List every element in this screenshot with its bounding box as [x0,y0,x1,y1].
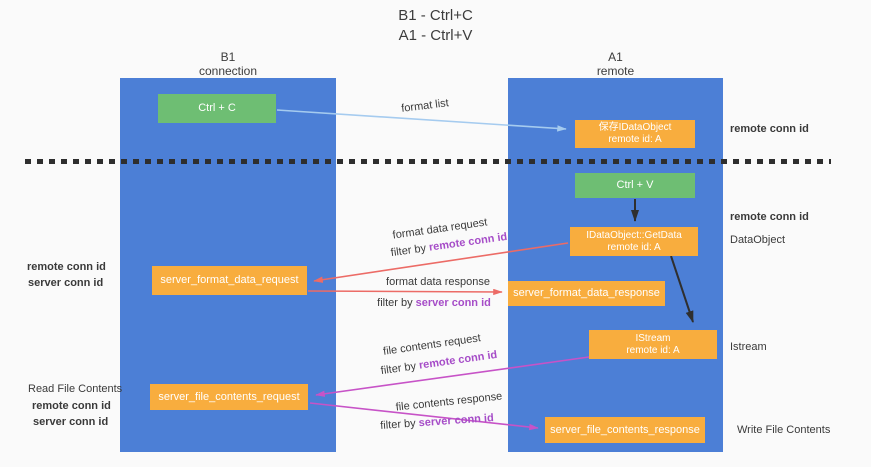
server-conn-id-text: server conn id [415,297,491,309]
left-column-header: B1 connection [120,50,336,78]
read-file-contents-label: Read File Contents [28,383,123,395]
save-idataobject-line2: remote id: A [608,134,662,145]
right-column-header: A1 remote [508,50,723,78]
istream-box: IStream remote id: A [589,330,717,359]
filter-by-text: filter by [390,241,430,260]
server-file-contents-request-label: server_file_contents_request [158,390,300,403]
ctrl-c-label: Ctrl + C [198,102,236,114]
dataobject-label: DataObject [730,234,786,246]
title-line-2: A1 - Ctrl+V [398,27,473,44]
remote-conn-id-left-top: remote conn id [27,261,106,273]
left-column-name: B1 [220,50,236,64]
server-file-contents-request-box: server_file_contents_request [150,384,308,410]
filter-by-text: filter by [380,359,420,378]
server-format-data-request-label: server_format_data_request [160,274,299,286]
save-idataobject-line1: 保存IDataObject [598,122,672,133]
server-conn-id-left-bottom: server conn id [33,416,109,428]
filter-by-text: filter by [377,297,416,309]
diagram-title: B1 - Ctrl+C A1 - Ctrl+V [0,6,871,46]
remote-conn-id-left-bottom: remote conn id [32,400,111,412]
title-line-1: B1 - Ctrl+C [398,7,473,24]
istream-side-label: Istream [730,341,767,353]
remote-conn-id-right-top: remote conn id [730,123,809,135]
format-list-label: format list [400,97,450,115]
server-format-data-request-box: server_format_data_request [152,266,307,295]
istream-line2: remote id: A [626,344,680,356]
ctrl-c-box: Ctrl + C [158,94,276,123]
filter-by-text: filter by [379,417,420,432]
left-column-role: connection [198,64,258,78]
format-data-response-label: format data response [386,276,490,288]
ctrl-v-label: Ctrl + V [616,179,654,191]
getdata-line2: remote id: A [607,241,661,253]
filter-by-server-conn-id-label-1: filter by server conn id [364,297,504,309]
right-column-name: A1 [608,50,623,64]
right-column-role: remote [596,64,635,78]
getdata-line1: IDataObject::GetData [586,229,682,241]
server-format-data-response-label: server_format_data_response [513,287,660,299]
server-conn-id-text: server conn id [418,412,495,430]
idataobject-getdata-box: IDataObject::GetData remote id: A [570,227,698,256]
server-format-data-response-box: server_format_data_response [508,281,665,306]
istream-line1: IStream [635,332,671,344]
ctrl-v-box: Ctrl + V [575,173,695,198]
remote-conn-id-text: remote conn id [418,348,498,372]
server-conn-id-left-top: server conn id [28,277,104,289]
dashed-separator-line [25,159,831,164]
write-file-contents-label: Write File Contents [737,424,831,436]
arrow-format-data-response [307,288,503,296]
server-file-contents-response-label: server_file_contents_response [550,423,700,436]
save-idataobject-box: 保存IDataObject remote id: A [575,120,695,148]
remote-conn-id-right-mid: remote conn id [730,211,809,223]
server-file-contents-response-box: server_file_contents_response [545,417,705,443]
